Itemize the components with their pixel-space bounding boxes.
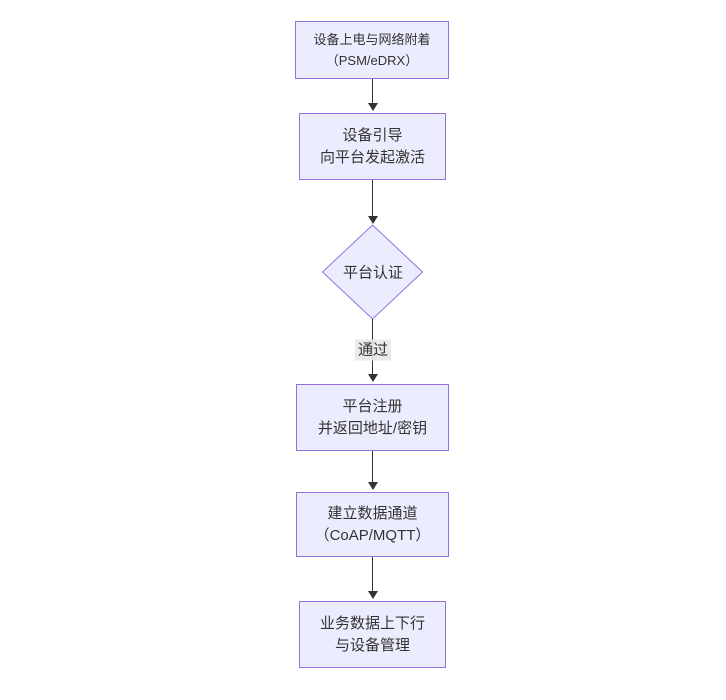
node-label-line: （PSM/eDRX） <box>325 53 419 68</box>
node-label-line: （CoAP/MQTT） <box>314 526 431 544</box>
flow-edge-line <box>372 557 373 592</box>
arrowhead-icon <box>368 591 378 599</box>
node-bootstrap: 设备引导 向平台发起激活 <box>299 113 446 180</box>
node-label-line: 建立数据通道 <box>327 504 418 522</box>
arrowhead-icon <box>368 482 378 490</box>
node-platform-register: 平台注册 并返回地址/密钥 <box>296 384 449 451</box>
node-label-line: 与设备管理 <box>334 636 410 654</box>
arrowhead-icon <box>368 103 378 111</box>
node-business-data: 业务数据上下行 与设备管理 <box>299 601 446 668</box>
node-label-line: 并返回地址/密钥 <box>317 419 428 437</box>
node-platform-auth-label: 平台认证 <box>342 264 404 282</box>
node-power-attach: 设备上电与网络附着 （PSM/eDRX） <box>295 21 449 79</box>
edge-label-pass: 通过 <box>354 339 392 361</box>
node-data-channel: 建立数据通道 （CoAP/MQTT） <box>296 492 449 557</box>
flow-edge-line <box>372 180 373 217</box>
flow-edge-line <box>372 451 373 483</box>
arrowhead-icon <box>368 374 378 382</box>
node-label-line: 设备引导 <box>342 126 403 144</box>
arrowhead-icon <box>368 216 378 224</box>
node-label-line: 业务数据上下行 <box>319 614 425 632</box>
node-label-line: 平台注册 <box>342 397 403 415</box>
flow-edge-line <box>372 79 373 104</box>
node-label-line: 设备上电与网络附着 <box>313 32 431 47</box>
node-label-line: 向平台发起激活 <box>319 148 425 166</box>
